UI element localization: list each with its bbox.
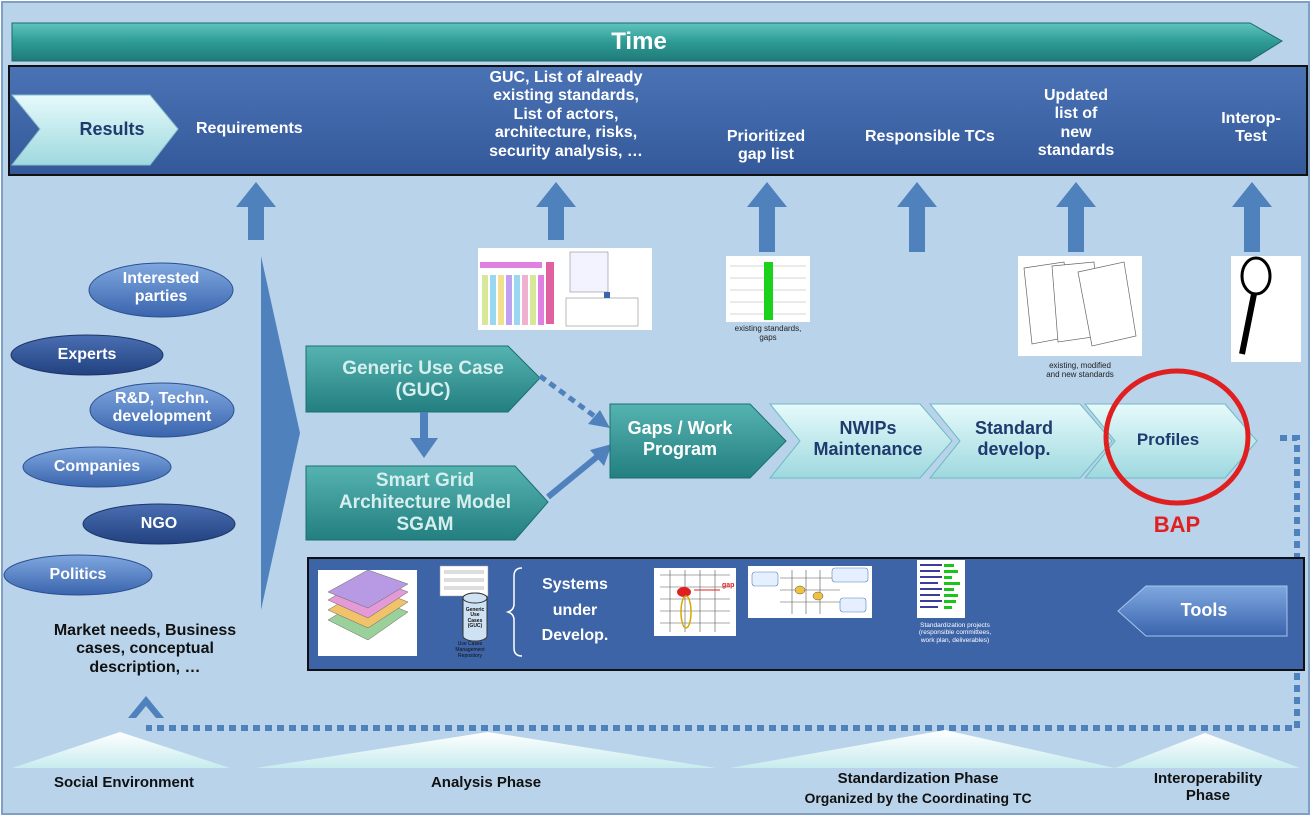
repo-caption: Use Cases Management Repository bbox=[455, 641, 485, 659]
stakeholder-politics: Politics bbox=[49, 566, 107, 583]
result-responsible-tcs: Responsible TCs bbox=[865, 128, 995, 145]
result-updated-standards: Updated list of new standards bbox=[1037, 87, 1115, 160]
repo-icon-label: Generic Use Cases (GUC) bbox=[465, 607, 485, 629]
result-prioritized-gap-list: Prioritized gap list bbox=[726, 128, 806, 164]
gaps-work-program-label: Gaps / Work Program bbox=[627, 418, 733, 459]
phase-interoperability: Interoperability Phase bbox=[1153, 770, 1263, 805]
caption-existing-standards-gaps: existing standards, gaps bbox=[734, 324, 802, 342]
gap-marker-label: gap bbox=[722, 582, 735, 589]
stakeholder-companies: Companies bbox=[53, 458, 141, 475]
systems-under-develop-label: Systems under Develop. bbox=[541, 576, 609, 645]
time-label: Time bbox=[611, 28, 667, 55]
stakeholder-ellipse-5 bbox=[82, 503, 236, 545]
stakeholder-ellipse-3 bbox=[89, 382, 235, 438]
stakeholder-ngo: NGO bbox=[140, 515, 178, 532]
stakeholder-ellipse-6 bbox=[3, 554, 153, 596]
results-label: Results bbox=[79, 119, 145, 139]
nwips-label: NWIPs Maintenance bbox=[813, 418, 923, 459]
market-needs-text: Market needs, Business cases, conceptual… bbox=[53, 622, 237, 676]
phase-standardization-sub: Organized by the Coordinating TC bbox=[804, 790, 1032, 806]
caption-existing-modified-new: existing, modified and new standards bbox=[1046, 361, 1114, 379]
stakeholder-ellipse-1 bbox=[88, 262, 234, 318]
tools-label: Tools bbox=[1180, 600, 1228, 620]
phase-standardization: Standardization Phase bbox=[837, 770, 999, 787]
stakeholder-ellipse-4 bbox=[22, 446, 172, 488]
bap-label: BAP bbox=[1153, 512, 1201, 537]
phase-analysis: Analysis Phase bbox=[430, 774, 542, 791]
stakeholder-interested-parties: Interested parties bbox=[122, 270, 200, 306]
result-requirements: Requirements bbox=[196, 120, 303, 137]
result-guc-list: GUC, List of already existing standards,… bbox=[489, 69, 643, 160]
stakeholder-ellipse-2 bbox=[10, 334, 164, 376]
sgam-label: Smart Grid Architecture Model SGAM bbox=[338, 470, 512, 535]
phase-social-environment: Social Environment bbox=[53, 774, 195, 791]
standard-develop-label: Standard develop. bbox=[974, 418, 1054, 459]
stakeholder-experts: Experts bbox=[57, 346, 117, 363]
result-interop-test: Interop- Test bbox=[1221, 110, 1281, 146]
projects-caption: Standardization projects (responsible co… bbox=[918, 622, 992, 644]
stakeholder-rd: R&D, Techn. development bbox=[112, 390, 212, 426]
guc-label: Generic Use Case (GUC) bbox=[342, 358, 504, 401]
profiles-label: Profiles bbox=[1136, 430, 1200, 449]
